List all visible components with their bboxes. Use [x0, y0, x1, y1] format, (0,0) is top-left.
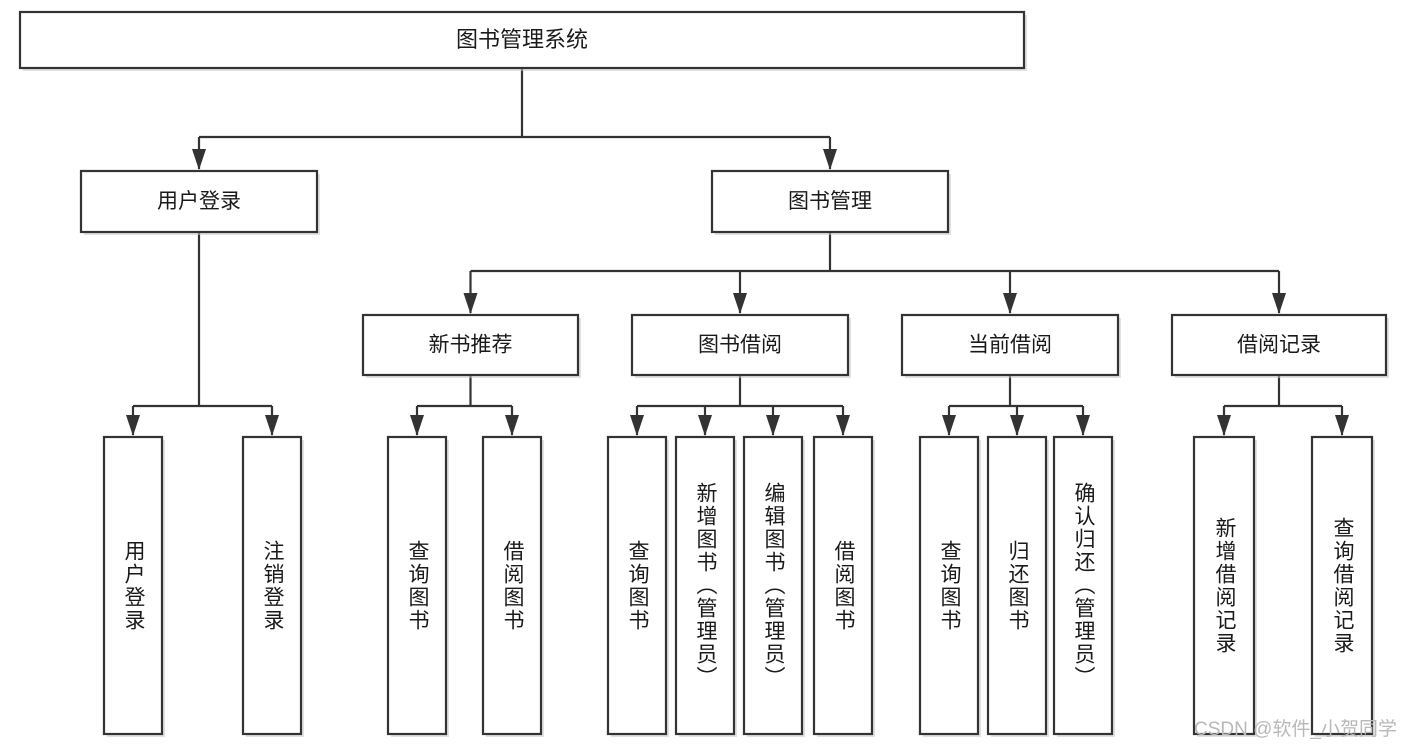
node-leaf-3-借阅图书[interactable] — [481, 435, 543, 736]
node-l3-当前借阅[interactable] — [900, 313, 1120, 377]
node-leaf-4-查询图书[interactable] — [606, 435, 668, 736]
node-l3-借阅记录[interactable] — [1170, 313, 1388, 377]
arrow-mgmt-to-l3-2 — [1003, 293, 1017, 314]
node-leaf-0-用户登录[interactable] — [102, 435, 164, 736]
node-leaf-2-查询图书[interactable] — [386, 435, 448, 736]
arrow-parent-to-leaf-4-0 — [1217, 415, 1231, 436]
node-leaf-9-归还图书[interactable] — [986, 435, 1048, 736]
arrow-parent-to-leaf-1-0 — [410, 415, 424, 436]
node-root-图书管理系统[interactable] — [18, 10, 1026, 70]
node-leaf-8-查询图书[interactable] — [918, 435, 980, 736]
arrow-parent-to-leaf-3-2 — [1076, 415, 1090, 436]
arrow-parent-to-leaf-2-3 — [836, 415, 850, 436]
node-l2-用户登录-label: 用户登录 — [157, 190, 241, 213]
arrow-parent-to-leaf-0-1 — [265, 415, 279, 436]
arrow-root-to-l2-0 — [192, 149, 206, 170]
node-leaf-7-借阅图书[interactable] — [812, 435, 874, 736]
node-l2-用户登录[interactable] — [79, 169, 319, 234]
edges-layer — [126, 68, 1349, 436]
arrow-parent-to-leaf-4-1 — [1335, 415, 1349, 436]
node-leaf-11-新增借阅记录[interactable] — [1192, 435, 1256, 736]
node-leaf-5-新增图书（管理员）[interactable] — [674, 435, 736, 736]
arrow-parent-to-leaf-3-0 — [942, 415, 956, 436]
node-leaf-12-查询借阅记录[interactable] — [1310, 435, 1374, 736]
node-l3-图书借阅[interactable] — [630, 313, 850, 377]
arrow-parent-to-leaf-2-1 — [698, 415, 712, 436]
arrow-parent-to-leaf-0-0 — [126, 415, 140, 436]
arrow-mgmt-to-l3-1 — [733, 293, 747, 314]
node-root-图书管理系统-label: 图书管理系统 — [456, 27, 588, 52]
arrow-mgmt-to-l3-0 — [463, 293, 478, 314]
arrow-parent-to-leaf-3-1 — [1010, 415, 1024, 436]
node-l3-当前借阅-label: 当前借阅 — [968, 334, 1052, 357]
arrow-parent-to-leaf-2-0 — [630, 415, 644, 436]
node-l3-新书推荐[interactable] — [361, 313, 580, 377]
arrow-root-to-l2-1 — [823, 149, 837, 170]
node-l2-图书管理-label: 图书管理 — [788, 190, 872, 213]
node-leaf-10-确认归还（管理员）[interactable] — [1052, 435, 1114, 736]
arrow-parent-to-leaf-2-2 — [766, 415, 780, 436]
node-leaf-6-编辑图书（管理员）[interactable] — [742, 435, 804, 736]
node-l3-新书推荐-label: 新书推荐 — [429, 334, 513, 357]
node-l3-借阅记录-label: 借阅记录 — [1237, 334, 1321, 357]
arrow-parent-to-leaf-1-1 — [505, 415, 519, 436]
arrow-mgmt-to-l3-3 — [1272, 293, 1286, 314]
node-leaf-1-注销登录[interactable] — [241, 435, 303, 736]
watermark-text: CSDN @软件_小贺同学 — [1194, 719, 1397, 740]
node-l3-图书借阅-label: 图书借阅 — [698, 334, 782, 357]
node-l2-图书管理[interactable] — [710, 169, 950, 234]
